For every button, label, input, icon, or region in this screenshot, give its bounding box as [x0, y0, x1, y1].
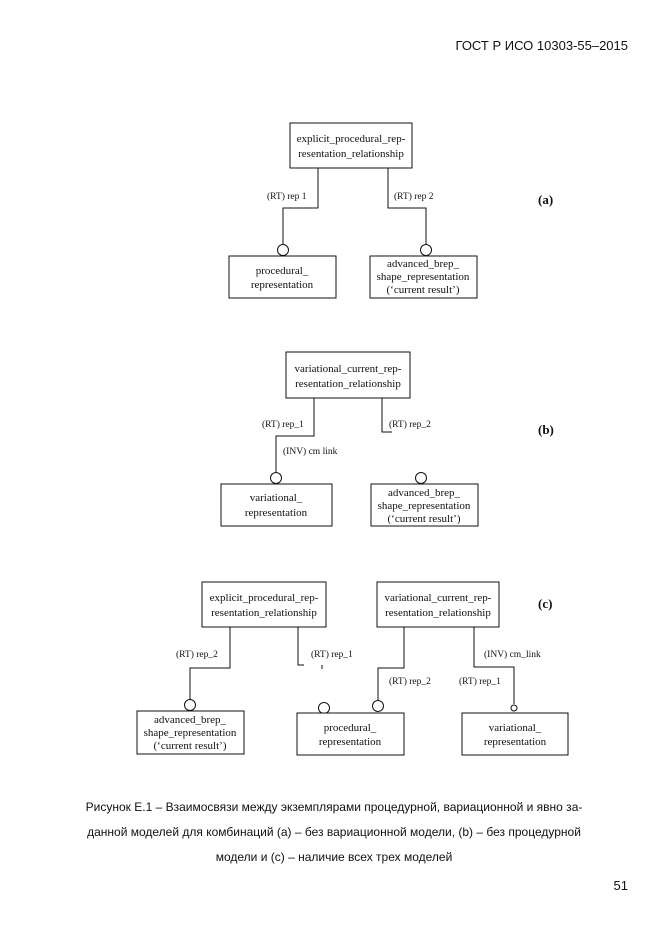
- label-c-rep1-a: (RT) rep_1: [311, 649, 353, 660]
- figure-caption: Рисунок E.1 – Взаимосвязи между экземпля…: [44, 795, 624, 870]
- box-a-top-line1: explicit_procedural_rep-: [297, 133, 406, 145]
- diagram-b: variational_current_rep- resentation_rel…: [220, 351, 554, 527]
- box-a-explicit-procedural: [289, 122, 413, 169]
- caption-line-1: Рисунок E.1 – Взаимосвязи между экземпля…: [85, 800, 583, 814]
- box-c-br-line2: representation: [484, 736, 547, 748]
- diagram-a: explicit_procedural_rep- resentation_rel…: [228, 122, 553, 299]
- box-b-bl-line2: representation: [245, 507, 308, 519]
- box-b-br-line3: (‘current result’): [388, 513, 461, 525]
- label-c-rep1-b: (RT) rep_1: [459, 676, 501, 687]
- box-c-bl-line3: (‘current result’): [154, 740, 227, 752]
- label-c-inv: (INV) cm_link: [484, 649, 541, 660]
- connector-c-rep2-a: [189, 627, 231, 700]
- box-c-tr-line2: resentation_relationship: [385, 607, 491, 619]
- box-c-bm-line1: procedural_: [324, 722, 377, 734]
- box-c-variational-current: [376, 581, 500, 628]
- box-b-top-line1: variational_current_rep-: [295, 363, 402, 375]
- document-id: ГОСТ Р ИСО 10303-55–2015: [455, 38, 628, 53]
- connector-a-rep1: [282, 168, 319, 244]
- caption-line-2: данной моделей для комбинаций (a) – без …: [87, 825, 581, 839]
- box-b-br-line2: shape_representation: [378, 500, 471, 512]
- connector-c-rep1-a: [297, 627, 304, 666]
- box-a-advanced-brep: [369, 255, 478, 299]
- connector-a-rep2: [387, 168, 427, 244]
- box-a-bl-line2: representation: [251, 279, 314, 291]
- box-b-bl-line1: variational_: [250, 492, 303, 504]
- diagram-c: explicit_procedural_rep- resentation_rel…: [136, 581, 569, 756]
- box-a-br-line1: advanced_brep_: [387, 258, 460, 270]
- page-number: 51: [613, 878, 628, 893]
- box-a-procedural-representation: [228, 255, 337, 299]
- box-c-variational-representation: [461, 712, 569, 756]
- box-a-br-line2: shape_representation: [377, 271, 470, 283]
- diagram-a-tag: (a): [538, 192, 553, 207]
- label-b-rep2: (RT) rep_2: [389, 419, 431, 430]
- connector-c-rep1-a-end: [318, 702, 330, 714]
- label-c-rep2-a: (RT) rep_2: [176, 649, 218, 660]
- box-c-bm-line2: representation: [319, 736, 382, 748]
- connector-c-rep2-b: [377, 627, 405, 701]
- diagram-c-tag: (c): [538, 596, 552, 611]
- box-c-bl-line1: advanced_brep_: [154, 714, 227, 726]
- box-b-variational-current: [285, 351, 411, 399]
- box-c-tr-line1: variational_current_rep-: [385, 592, 492, 604]
- box-c-procedural-representation: [296, 712, 405, 756]
- box-c-tl-line1: explicit_procedural_rep-: [210, 592, 319, 604]
- connector-c-rep2-b-end: [372, 700, 384, 712]
- connector-c-rep1-b: [473, 627, 515, 704]
- box-b-advanced-brep: [370, 483, 479, 527]
- box-a-bl-line1: procedural_: [256, 265, 309, 277]
- label-b-inv: (INV) cm link: [283, 446, 338, 457]
- connector-c-rep2-a-end: [184, 699, 196, 711]
- box-c-bl-line2: shape_representation: [144, 727, 237, 739]
- connector-b-rep1: [275, 398, 315, 473]
- caption-line-3: модели и (c) – наличие всех трех моделей: [215, 850, 453, 864]
- box-c-explicit-procedural: [201, 581, 327, 628]
- box-a-top-line2: resentation_relationship: [298, 148, 404, 160]
- relationship-diagrams: explicit_procedural_rep- resentation_rel…: [136, 122, 569, 756]
- label-c-rep2-b: (RT) rep_2: [389, 676, 431, 687]
- box-a-br-line3: (‘current result’): [387, 284, 460, 296]
- label-a-rep2: (RT) rep 2: [394, 191, 434, 202]
- box-c-br-line1: variational_: [489, 722, 542, 734]
- box-b-top-line2: resentation_relationship: [295, 378, 401, 390]
- connector-a-rep1-end: [277, 244, 289, 256]
- connector-c-rep1-b-end: [510, 704, 518, 712]
- box-c-tl-line2: resentation_relationship: [211, 607, 317, 619]
- label-a-rep1: (RT) rep 1: [267, 191, 307, 202]
- box-c-advanced-brep: [136, 710, 245, 755]
- connector-b-rep1-end: [270, 472, 282, 484]
- box-b-br-line1: advanced_brep_: [388, 487, 461, 499]
- label-b-rep1: (RT) rep_1: [262, 419, 304, 430]
- connector-b-rep2: [381, 398, 392, 433]
- connector-a-rep2-end: [420, 244, 432, 256]
- box-b-variational-representation: [220, 483, 333, 527]
- connector-b-rep2-end: [415, 472, 427, 484]
- diagram-b-tag: (b): [538, 422, 554, 437]
